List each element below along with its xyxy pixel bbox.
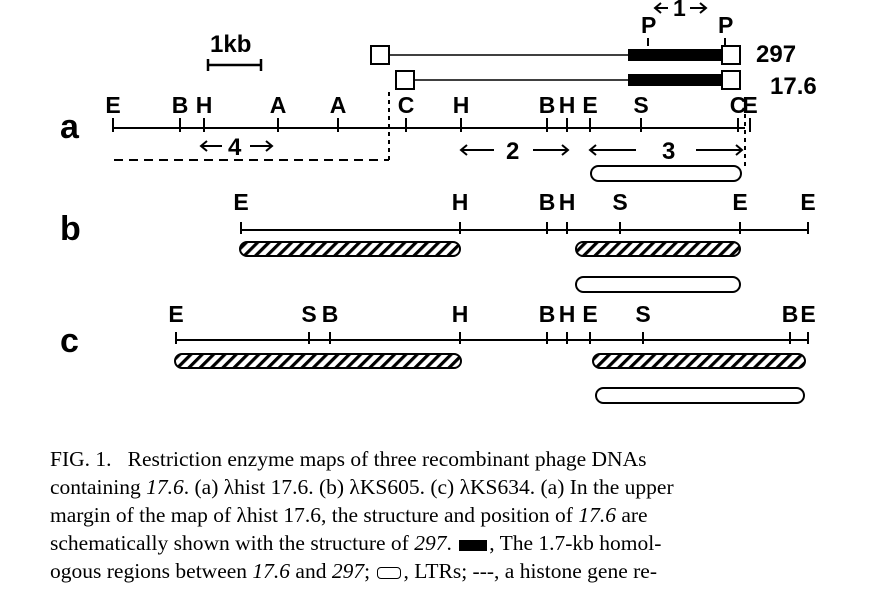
restriction-site-a-H: H bbox=[453, 92, 470, 118]
caption-text: ; bbox=[364, 559, 371, 583]
caption-text: are bbox=[615, 503, 648, 527]
restriction-site-b-H: H bbox=[559, 189, 576, 215]
caption-text: and bbox=[290, 559, 332, 583]
hatched-bar-b-left bbox=[239, 241, 461, 257]
region-label-3: 3 bbox=[662, 138, 675, 165]
scale-bar bbox=[206, 59, 263, 71]
restriction-site-a-A: A bbox=[270, 92, 287, 118]
caption-text: , LTRs; ---, a histone gene re- bbox=[403, 559, 658, 583]
row-c-label: c bbox=[60, 322, 79, 360]
restriction-site-a-C: C bbox=[730, 92, 747, 118]
row-a-label: a bbox=[60, 108, 80, 146]
ltr-symbol bbox=[377, 567, 402, 580]
caption-text: . bbox=[446, 531, 452, 555]
region-4-arrow bbox=[199, 140, 274, 152]
restriction-site-c-B: B bbox=[782, 301, 799, 327]
caption-text: Restriction enzyme maps of three recombi… bbox=[127, 447, 647, 471]
caption-line-5: ogous regions between 17.6 and 297; , LT… bbox=[50, 557, 870, 585]
label-17-6: 17.6 bbox=[770, 73, 817, 100]
region-label-4: 4 bbox=[228, 134, 242, 161]
restriction-site-b-E: E bbox=[800, 189, 815, 215]
hatched-bar-b-right bbox=[575, 241, 741, 257]
caption-italic: 17.6 bbox=[252, 559, 291, 583]
region-label-2: 2 bbox=[506, 138, 519, 165]
label-297: 297 bbox=[756, 41, 796, 68]
caption-line-3: margin of the map of λhist 17.6, the str… bbox=[50, 501, 870, 529]
caption-text: schematically shown with the structure o… bbox=[50, 531, 415, 555]
figure-caption: FIG. 1. Restriction enzyme maps of three… bbox=[50, 445, 870, 585]
restriction-site-a-E: E bbox=[105, 92, 120, 118]
restriction-site-a-H: H bbox=[196, 92, 213, 118]
restriction-site-b-E: E bbox=[732, 189, 747, 215]
restriction-site-c-E: E bbox=[582, 301, 597, 327]
restriction-site-a-B: B bbox=[172, 92, 189, 118]
p-site-right: P bbox=[718, 12, 733, 38]
caption-line-2: containing 17.6. (a) λhist 17.6. (b) λKS… bbox=[50, 473, 870, 501]
restriction-site-b-B: B bbox=[539, 189, 556, 215]
restriction-site-a-H: H bbox=[559, 92, 576, 118]
caption-text: containing bbox=[50, 475, 147, 499]
restriction-site-a-E: E bbox=[582, 92, 597, 118]
caption-italic: 17.6 bbox=[146, 475, 184, 499]
caption-text: , The 1.7-kb homol- bbox=[489, 531, 662, 555]
restriction-site-a-E: E bbox=[742, 92, 757, 118]
restriction-site-a-C: C bbox=[398, 92, 415, 118]
homologous-region-symbol bbox=[459, 539, 488, 551]
caption-line-1: FIG. 1. Restriction enzyme maps of three… bbox=[50, 445, 870, 473]
restriction-site-c-E: E bbox=[800, 301, 815, 327]
caption-text: ogous regions between bbox=[50, 559, 253, 583]
figure-number: FIG. 1. bbox=[50, 447, 112, 471]
probe-bar-open-b bbox=[575, 276, 741, 293]
caption-italic: 297 bbox=[414, 531, 447, 555]
structure-297 bbox=[370, 45, 741, 65]
scale-bar-label: 1kb bbox=[210, 31, 251, 58]
region-2-arrow bbox=[459, 144, 570, 156]
restriction-site-b-E: E bbox=[233, 189, 248, 215]
restriction-site-c-E: E bbox=[168, 301, 183, 327]
restriction-site-c-H: H bbox=[452, 301, 469, 327]
restriction-site-a-A: A bbox=[330, 92, 347, 118]
restriction-site-c-B: B bbox=[539, 301, 556, 327]
restriction-site-b-S: S bbox=[612, 189, 627, 215]
caption-line-4: schematically shown with the structure o… bbox=[50, 529, 870, 557]
caption-italic: 17.6 bbox=[578, 503, 616, 527]
structure-17-6 bbox=[395, 70, 741, 90]
restriction-site-c-S: S bbox=[301, 301, 316, 327]
hatched-bar-c-right bbox=[592, 353, 806, 369]
caption-italic: 297 bbox=[331, 559, 365, 583]
restriction-site-b-H: H bbox=[452, 189, 469, 215]
probe-bar-open-a bbox=[590, 165, 742, 182]
probe-bar-open-c bbox=[595, 387, 805, 404]
restriction-site-c-B: B bbox=[322, 301, 339, 327]
hatched-bar-c-left bbox=[174, 353, 462, 369]
row-b-label: b bbox=[60, 210, 81, 248]
restriction-site-c-H: H bbox=[559, 301, 576, 327]
span-label: 1 bbox=[673, 0, 686, 21]
caption-text: . (a) λhist 17.6. (b) λKS605. (c) λKS634… bbox=[183, 475, 674, 499]
span-arrow bbox=[653, 2, 708, 14]
restriction-site-a-B: B bbox=[539, 92, 556, 118]
restriction-site-c-S: S bbox=[635, 301, 650, 327]
region-3-arrow bbox=[588, 144, 744, 156]
p-site-left: P bbox=[641, 12, 656, 38]
restriction-site-a-S: S bbox=[633, 92, 648, 118]
caption-text: margin of the map of λhist 17.6, the str… bbox=[50, 503, 579, 527]
